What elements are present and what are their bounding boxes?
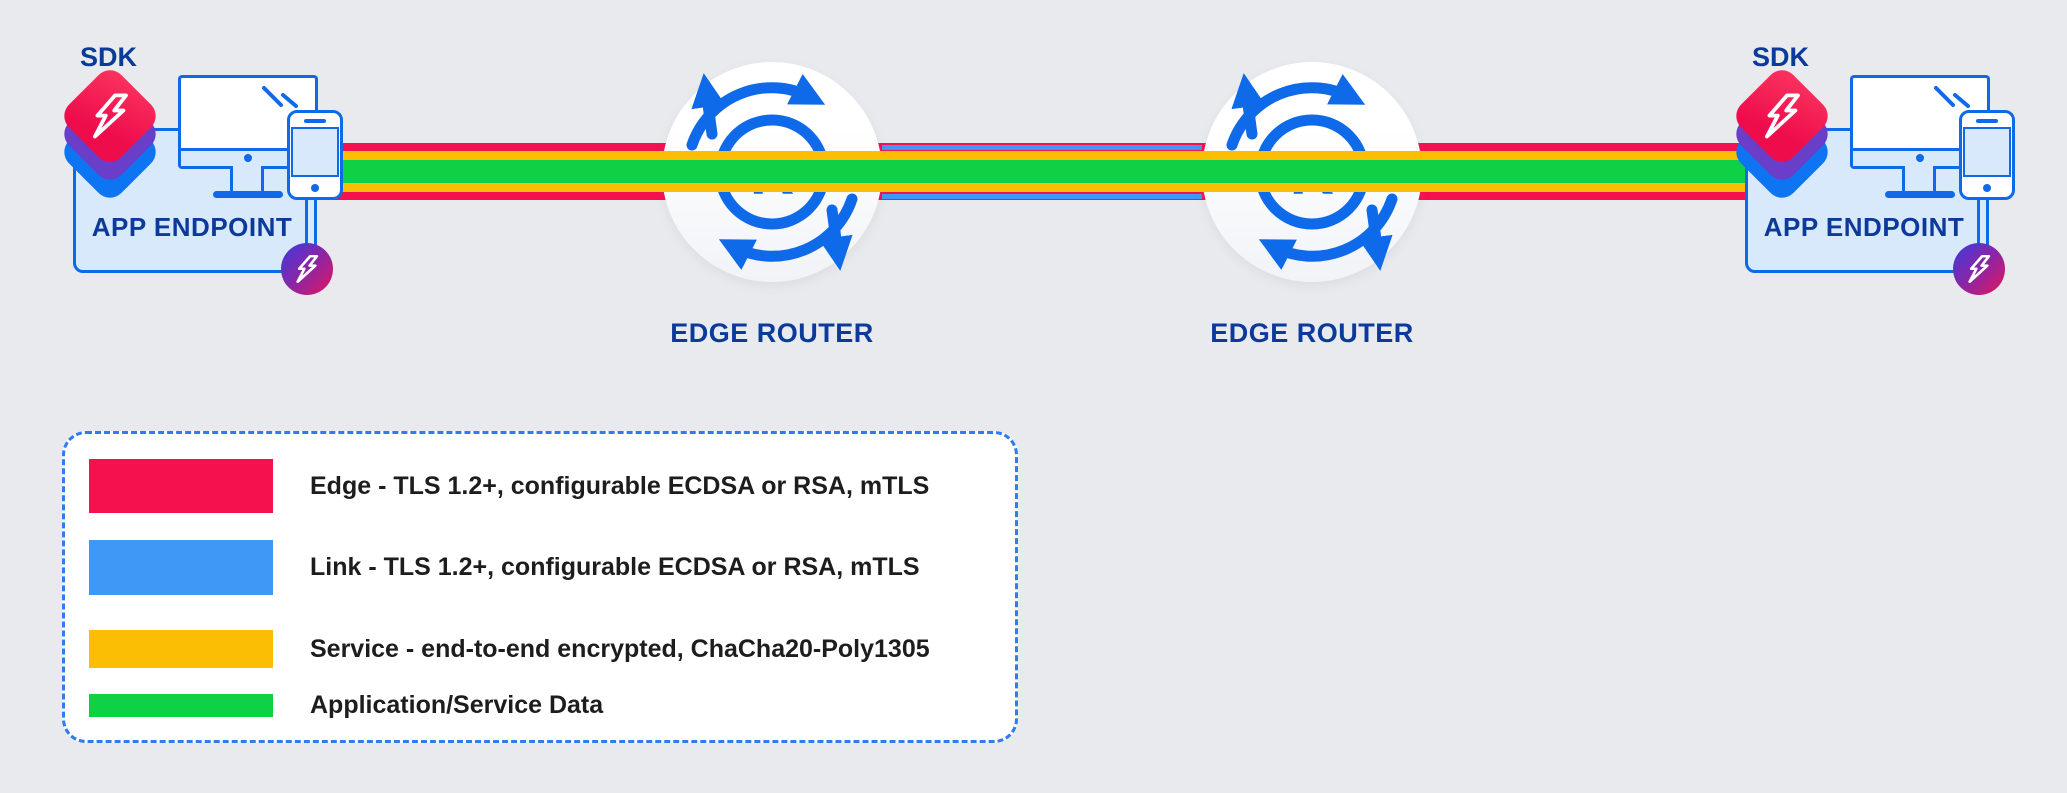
- phone-icon: [1959, 110, 2015, 200]
- lightning-bolt-icon: [1968, 254, 1991, 284]
- edge-router-label-right: EDGE ROUTER: [1210, 318, 1414, 348]
- phone-screen: [291, 127, 339, 177]
- endpoint-label: APP ENDPOINT: [1763, 212, 1965, 242]
- lightning-bolt-icon: [296, 254, 319, 284]
- legend-swatch-link: [89, 540, 273, 595]
- endpoint-label: APP ENDPOINT: [91, 212, 293, 242]
- shine-marks-icon: [1934, 86, 1970, 108]
- monitor-power-dot: [1916, 154, 1924, 162]
- phone-home-button: [1983, 184, 1991, 192]
- monitor-base: [213, 191, 283, 198]
- badge-connector-line: [305, 190, 308, 248]
- phone-home-button: [311, 184, 319, 192]
- legend-item-edge: Edge - TLS 1.2+, configurable ECDSA or R…: [89, 459, 991, 513]
- legend-swatch-service: [89, 630, 273, 668]
- monitor-stand: [1902, 166, 1936, 194]
- monitor-icon: [1850, 75, 1990, 169]
- legend-item-link: Link - TLS 1.2+, configurable ECDSA or R…: [89, 540, 991, 595]
- data-stripe: [310, 160, 1747, 183]
- legend-label-service: Service - end-to-end encrypted, ChaCha20…: [310, 634, 930, 663]
- badge-connector-line: [1977, 190, 1980, 248]
- monitor-bezel: [1853, 148, 1987, 166]
- ziti-bolt-badge: [1953, 243, 2005, 295]
- edge-router-label-left: EDGE ROUTER: [670, 318, 874, 348]
- monitor-stand: [230, 166, 264, 194]
- service-stripe-bottom: [310, 183, 1747, 192]
- link-stripe-bottom: [882, 193, 1202, 199]
- legend-item-service: Service - end-to-end encrypted, ChaCha20…: [89, 630, 991, 668]
- app-endpoint-left: APP ENDPOINT SDK: [57, 40, 352, 310]
- monitor-power-dot: [244, 154, 252, 162]
- legend-item-data: Application/Service Data: [89, 691, 991, 719]
- monitor-base: [1885, 191, 1955, 198]
- link-stripe-top: [882, 144, 1202, 150]
- ziti-bolt-badge: [281, 243, 333, 295]
- lightning-bolt-icon: [1764, 93, 1800, 139]
- phone-speaker: [304, 119, 326, 123]
- lightning-bolt-icon: [92, 93, 128, 139]
- legend-swatch-data: [89, 694, 273, 717]
- sdk-label: SDK: [80, 42, 138, 72]
- phone-speaker: [1976, 119, 1998, 123]
- phone-icon: [287, 110, 343, 200]
- app-endpoint-right: APP ENDPOINT SDK: [1729, 40, 2024, 310]
- legend-label-edge: Edge - TLS 1.2+, configurable ECDSA or R…: [310, 471, 930, 500]
- legend-box: Edge - TLS 1.2+, configurable ECDSA or R…: [62, 431, 1018, 743]
- shine-marks-icon: [262, 86, 298, 108]
- sdk-label: SDK: [1752, 42, 1810, 72]
- legend-label-link: Link - TLS 1.2+, configurable ECDSA or R…: [310, 553, 920, 581]
- legend-swatch-edge: [89, 459, 273, 513]
- monitor-bezel: [181, 148, 315, 166]
- phone-screen: [1963, 127, 2011, 177]
- legend-label-data: Application/Service Data: [310, 691, 604, 719]
- service-stripe-top: [310, 151, 1747, 160]
